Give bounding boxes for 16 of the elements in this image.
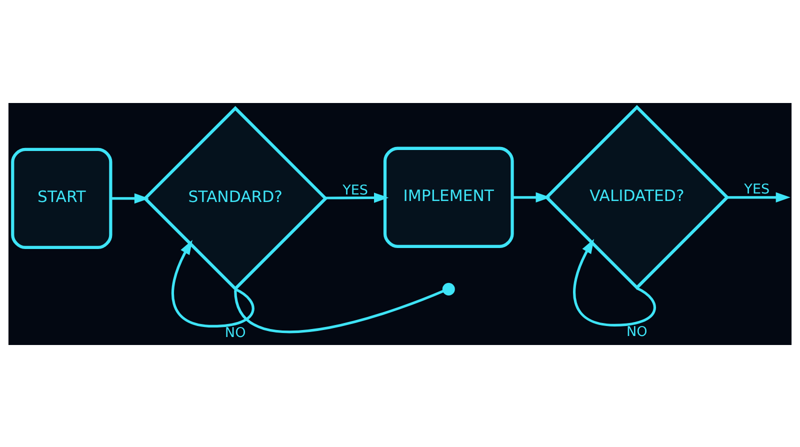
edge-label: YES [744,181,770,198]
edge-label: NO [224,324,246,341]
node-box: START [11,147,112,249]
edge-label: YES [342,182,368,198]
node-box: IMPLEMENT [383,146,514,248]
node-diamond: STANDARD? [142,106,328,290]
arrow [512,192,550,202]
arrow [573,238,656,326]
arrow [172,239,254,328]
arrow [325,192,389,202]
node-diamond: VALIDATED? [544,104,730,290]
arrow [110,192,150,204]
arrow [727,192,790,202]
edge-label: NO [626,324,648,340]
connector [234,289,444,332]
node-circle [442,282,455,295]
